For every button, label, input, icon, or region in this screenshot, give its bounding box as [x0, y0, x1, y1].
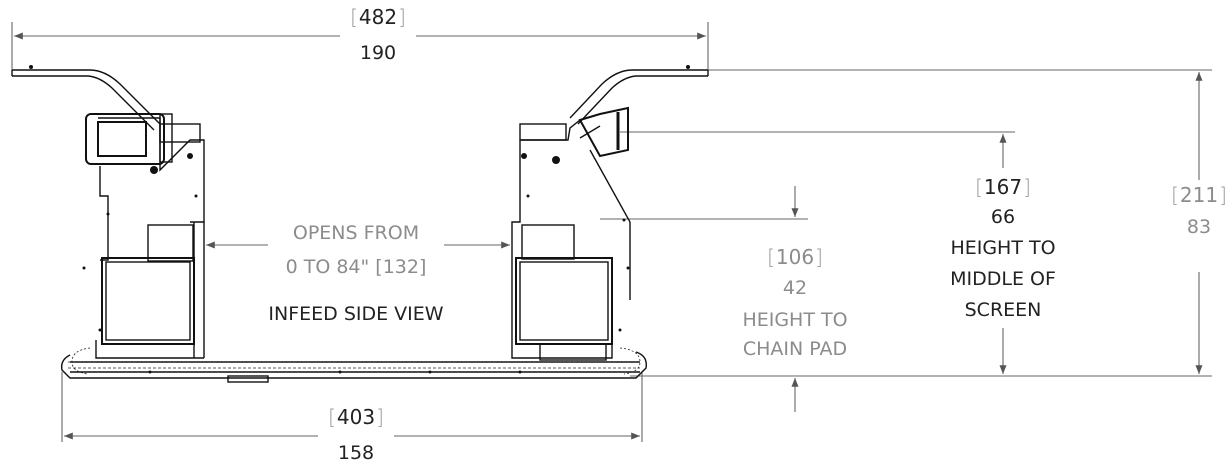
base-length-metric: 403: [328, 406, 384, 429]
overall-width-metric: 482: [350, 6, 406, 29]
opening-line2: 0 TO 84" [132]: [285, 256, 427, 278]
screen-height-metric: 167: [975, 176, 1031, 199]
chain-pad-label-line2: CHAIN PAD: [742, 338, 848, 360]
total-height-imperial: 83: [1186, 216, 1212, 238]
base-length-imperial: 158: [337, 442, 375, 464]
screen-label-line2: MIDDLE OF: [950, 268, 1056, 290]
screen-label-line1: HEIGHT TO: [950, 237, 1056, 259]
machine-outline: [11, 69, 709, 383]
overall-width-imperial: 190: [359, 42, 397, 64]
screen-label-line3: SCREEN: [964, 299, 1042, 321]
opening-line1: OPENS FROM: [292, 222, 420, 244]
total-height-metric: 211: [1171, 184, 1227, 207]
screen-height-imperial: 66: [990, 206, 1016, 228]
view-title: INFEED SIDE VIEW: [268, 303, 444, 325]
fastener-dots: [29, 65, 690, 374]
chain-pad-label-line1: HEIGHT TO: [742, 309, 848, 331]
chain-pad-height-metric: 106: [767, 246, 823, 269]
chain-pad: [68, 347, 641, 375]
chain-pad-height-imperial: 42: [782, 277, 808, 299]
